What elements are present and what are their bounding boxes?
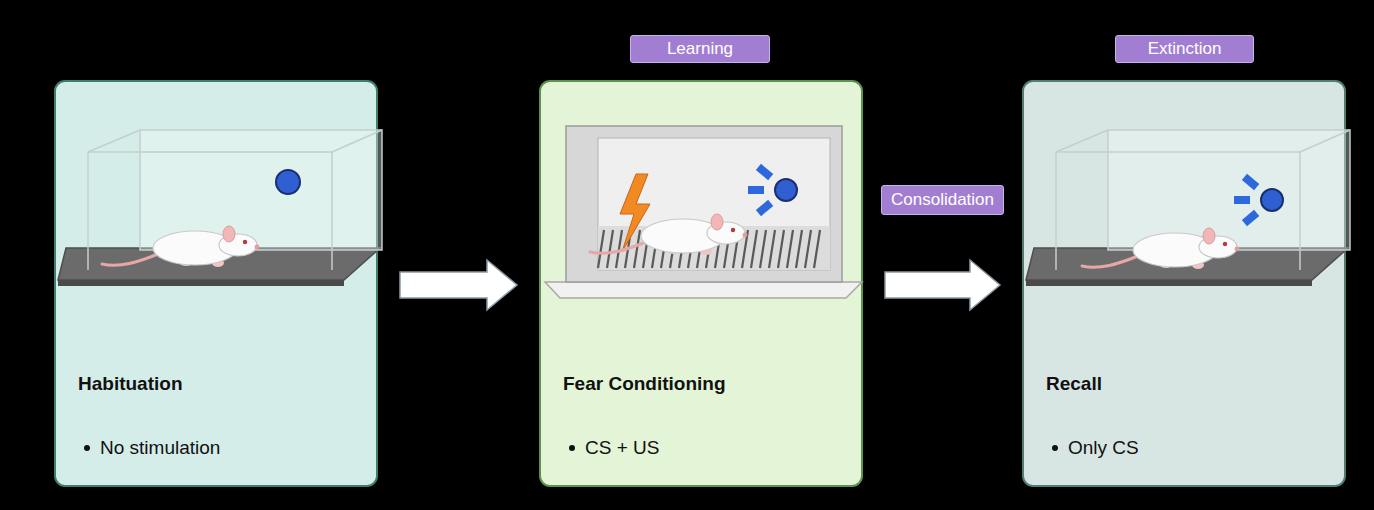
cue-light (276, 170, 300, 194)
glass-chamber (1026, 130, 1350, 286)
rat (102, 226, 259, 267)
light-rays (1234, 174, 1259, 226)
stage-bullet: No stimulation (78, 437, 220, 459)
phase-label: Learning (667, 39, 733, 59)
stage-heading: Fear Conditioning (563, 373, 726, 395)
phase-tag: Learning (630, 35, 770, 63)
stage-panel: RecallOnly CS (1022, 80, 1346, 487)
rat (1082, 228, 1239, 269)
phase-tag: Consolidation (881, 185, 1004, 215)
phase-tag: Extinction (1115, 35, 1254, 63)
phase-label: Extinction (1148, 39, 1222, 59)
stage-heading: Recall (1046, 373, 1102, 395)
block-arrow (885, 260, 1000, 310)
stage-panel: Habituation No stimulation (54, 80, 378, 487)
shock-chamber (545, 126, 862, 298)
stage-heading: Habituation (78, 373, 183, 395)
stage-panel: Fear Conditioning CS + US (539, 80, 863, 487)
block-arrow (400, 260, 517, 310)
stage-bullet: CS + US (563, 437, 659, 459)
glass-chamber (58, 130, 382, 286)
stage-bullet: Only CS (1046, 437, 1139, 459)
cue-light (1261, 189, 1283, 211)
